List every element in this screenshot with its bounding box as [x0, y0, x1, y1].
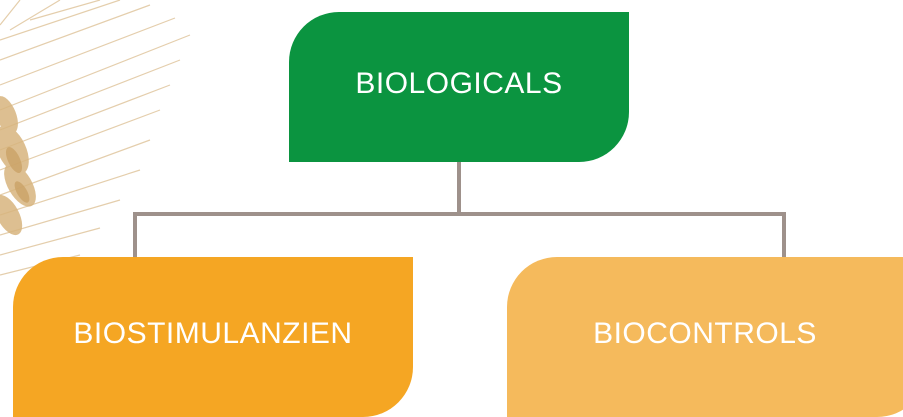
biologicals-label: BIOLOGICALS	[355, 67, 563, 100]
wheat-ear-illustration	[0, 0, 191, 276]
connector-lines	[133, 162, 786, 258]
biocontrols-node: BIOCONTROLS	[507, 257, 903, 417]
biocontrols-label: BIOCONTROLS	[593, 317, 817, 350]
biostimulanzien-label: BIOSTIMULANZIEN	[73, 317, 353, 350]
biostimulanzien-node: BIOSTIMULANZIEN	[13, 257, 413, 417]
biologicals-node: BIOLOGICALS	[289, 12, 629, 162]
